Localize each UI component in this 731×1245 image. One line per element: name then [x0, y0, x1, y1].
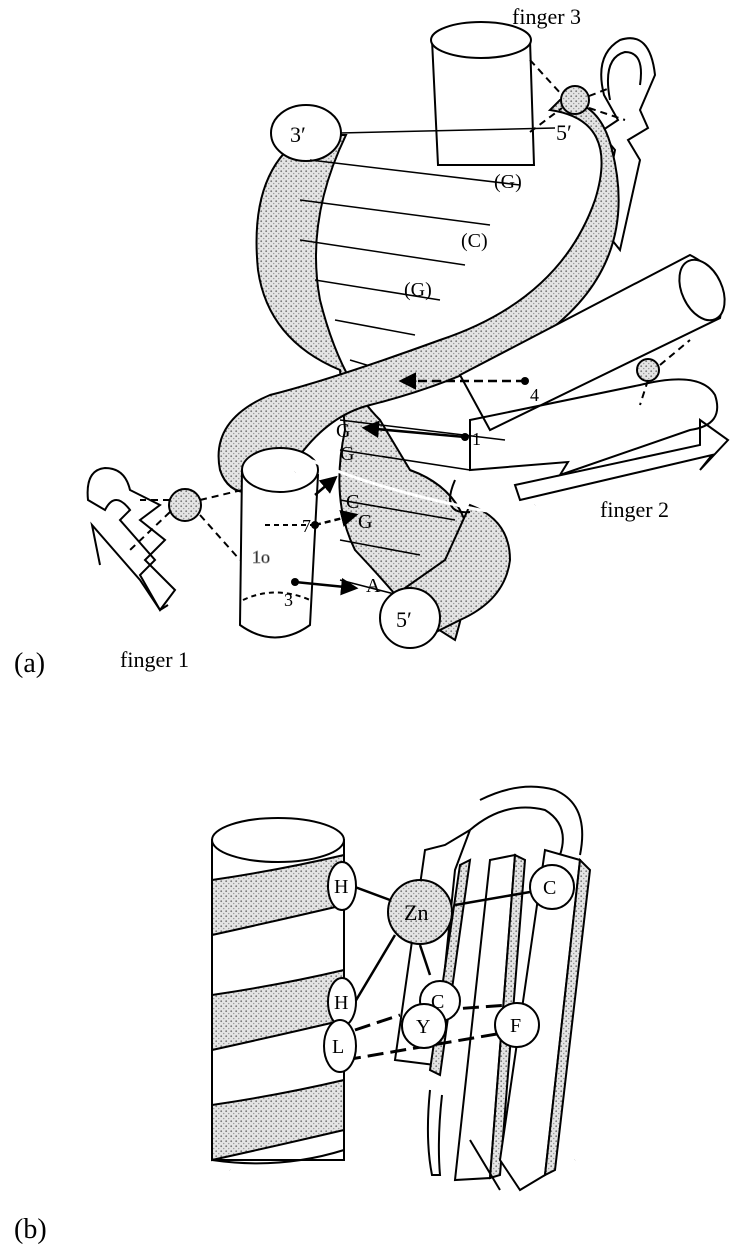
- panel-a-label: (a): [14, 648, 45, 679]
- alpha-helix-cylinder: [212, 818, 344, 1163]
- zinc-sphere-finger-1: [169, 489, 201, 521]
- finger-2-label: finger 2: [600, 497, 669, 522]
- zinc-sphere-finger-3: [561, 86, 589, 114]
- cysteine-outer-label: C: [543, 877, 556, 899]
- lower-base-1: G: [336, 420, 350, 442]
- lower-base-5: A: [366, 575, 381, 597]
- zn-label: Zn: [404, 900, 428, 925]
- phenylalanine-label: F: [510, 1015, 521, 1037]
- finger-3-helix: [431, 22, 534, 165]
- residue-position-3: 3: [284, 590, 293, 610]
- panel-b-label: (b): [14, 1214, 47, 1245]
- histidine-lower-label: H: [334, 992, 348, 1014]
- zinc-sphere-finger-2: [637, 359, 659, 381]
- strand-end-3prime: 3′: [290, 122, 306, 147]
- panel-a-diagram: finger 3 finger 2 finger 1 (a) 3′ 5′ 5′ …: [14, 4, 731, 679]
- strand-end-5prime-bottom: 5′: [396, 607, 412, 632]
- tyrosine-label: Y: [416, 1016, 430, 1038]
- finger-1-hairpin: [88, 468, 175, 610]
- helix-start-label: 1o: [252, 547, 270, 567]
- finger-1-helix: [240, 448, 318, 638]
- cysteine-inner-label: C: [431, 991, 444, 1013]
- panel-b-diagram: Zn H H C C L Y F (b): [14, 787, 590, 1245]
- residue-position-1: 1: [472, 429, 481, 449]
- upper-base-1: (G): [494, 171, 522, 193]
- residue-position-7: 7: [302, 516, 311, 536]
- lower-base-3: C: [346, 491, 359, 513]
- finger-3-label: finger 3: [512, 4, 581, 29]
- strand-end-5prime-top: 5′: [556, 120, 572, 145]
- finger-1-label: finger 1: [120, 647, 189, 672]
- upper-base-2: (C): [461, 230, 488, 252]
- leucine-label: L: [332, 1036, 344, 1058]
- upper-base-3: (G): [404, 279, 432, 301]
- histidine-upper-label: H: [334, 876, 348, 898]
- residue-position-4: 4: [530, 385, 539, 405]
- lower-base-4: G: [358, 511, 372, 533]
- lower-base-2: G: [340, 443, 354, 465]
